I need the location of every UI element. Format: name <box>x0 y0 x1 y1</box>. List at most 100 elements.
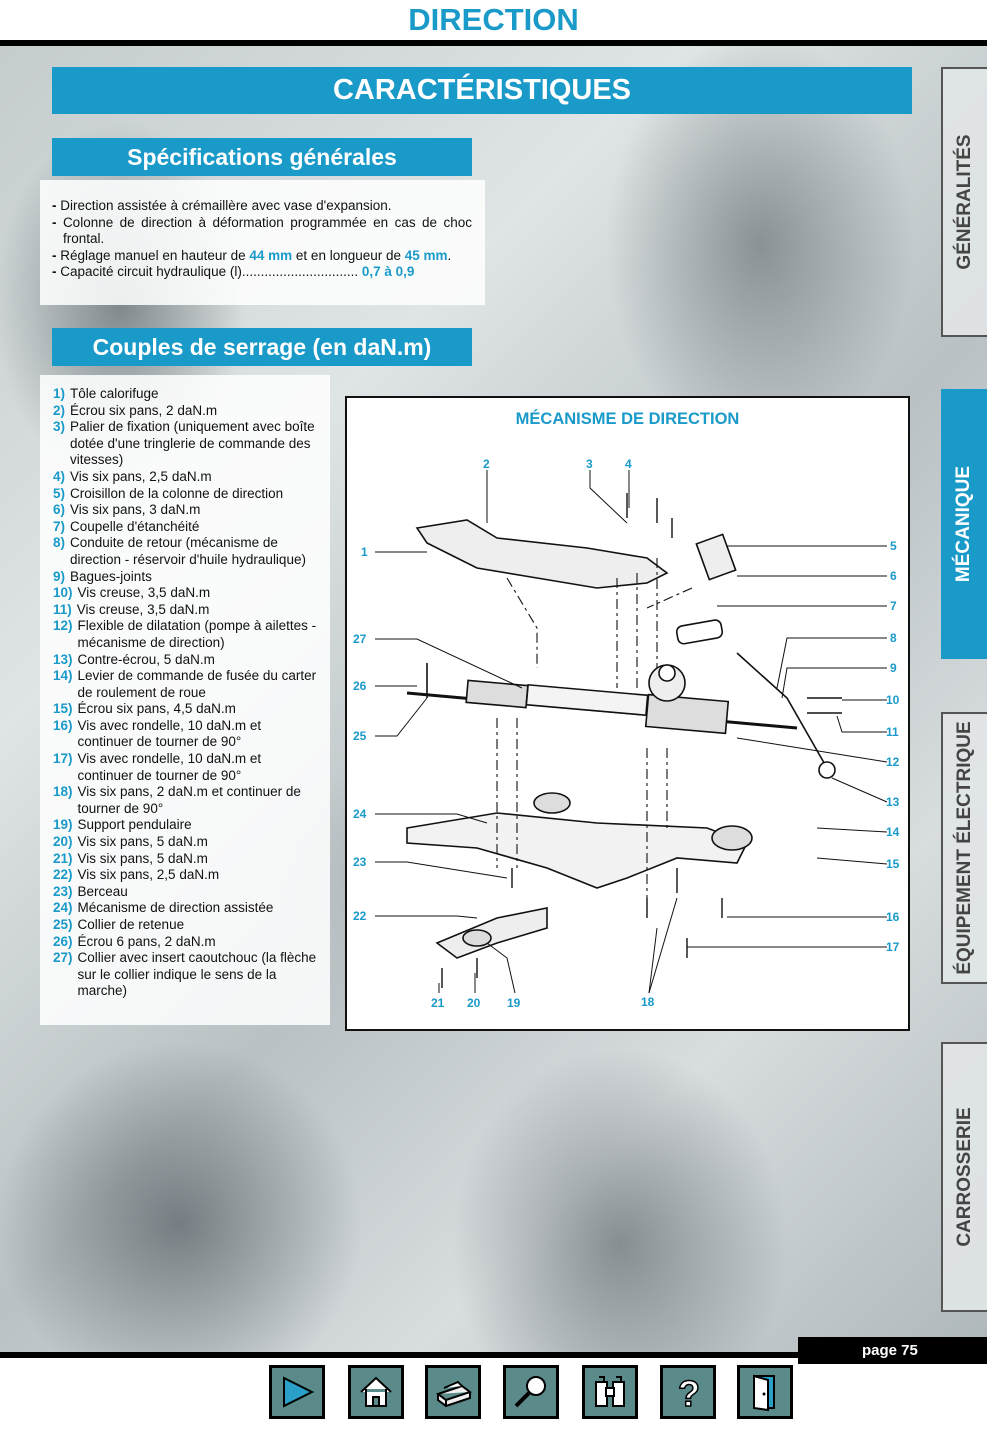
svg-text:?: ? <box>678 1373 700 1412</box>
list-item: 18)Vis six pans, 2 daN.m et continuer de… <box>53 784 318 817</box>
item-text: Coupelle d'étanchéité <box>70 518 200 534</box>
navigation-bar <box>0 1358 987 1434</box>
item-number: 18) <box>53 784 73 800</box>
search-icon <box>514 1376 546 1408</box>
item-text: Écrou 6 pans, 2 daN.m <box>77 933 216 949</box>
tab-equipement-electrique[interactable]: ÉQUIPEMENT ÉLECTRIQUE <box>941 712 987 984</box>
tab-generalites[interactable]: GÉNÉRALITÉS <box>941 67 987 337</box>
list-item: 9)Bagues-joints <box>53 569 318 586</box>
item-number: 3) <box>53 419 66 435</box>
print-button[interactable] <box>425 1365 481 1419</box>
item-text: Bagues-joints <box>70 568 152 584</box>
item-number: 1) <box>53 386 66 401</box>
item-text: Vis creuse, 3,5 daN.m <box>76 601 210 617</box>
list-item: 23)Berceau <box>53 884 318 901</box>
item-text: Vis six pans, 2,5 daN.m <box>77 867 220 883</box>
list-item: 13)Contre-écrou, 5 daN.m <box>53 652 318 669</box>
help-button[interactable]: ? <box>660 1365 716 1419</box>
item-text: Vis six pans, 2,5 daN.m <box>70 468 212 484</box>
item-number: 11) <box>53 601 72 617</box>
item-text: Écrou six pans, 4,5 daN.m <box>77 701 236 717</box>
next-page-button[interactable] <box>269 1365 325 1419</box>
list-item: 17)Vis avec rondelle, 10 daN.m et contin… <box>53 751 318 784</box>
callout-19: 19 <box>507 996 521 1010</box>
item-number: 2) <box>53 402 66 418</box>
item-text: Tôle calorifuge <box>70 386 159 401</box>
callout-22: 22 <box>353 909 367 923</box>
callout-23: 23 <box>353 855 367 869</box>
callout-18: 18 <box>641 995 655 1009</box>
list-item: 8)Conduite de retour (mécanisme de direc… <box>53 535 318 568</box>
list-item: 5)Croisillon de la colonne de direction <box>53 486 318 503</box>
home-button[interactable] <box>348 1365 404 1419</box>
item-number: 21) <box>53 850 73 866</box>
item-text: Vis avec rondelle, 10 daN.m et continuer… <box>77 717 262 750</box>
spec-item: Réglage manuel en hauteur de 44 mm et en… <box>52 248 472 265</box>
callout-1: 1 <box>361 545 368 559</box>
item-text: Écrou six pans, 2 daN.m <box>70 402 218 418</box>
diagram-title: MÉCANISME DE DIRECTION <box>515 410 740 428</box>
spec-item: Direction assistée à crémaillère avec va… <box>52 198 472 215</box>
item-text: Conduite de retour (mécanisme de directi… <box>70 535 306 567</box>
list-item: 15)Écrou six pans, 4,5 daN.m <box>53 701 318 718</box>
list-item: 3)Palier de fixation (uniquement avec bo… <box>53 419 318 469</box>
callout-9: 9 <box>890 661 897 675</box>
binoculars-button[interactable] <box>582 1365 638 1419</box>
list-item: 7)Coupelle d'étanchéité <box>53 519 318 536</box>
list-item: 4)Vis six pans, 2,5 daN.m <box>53 469 318 486</box>
list-item: 14)Levier de commande de fusée du carter… <box>53 668 318 701</box>
callout-12: 12 <box>886 755 900 769</box>
callout-16: 16 <box>886 910 900 924</box>
steering-diagram: MÉCANISME DE DIRECTION <box>345 396 910 1031</box>
list-item: 27)Collier avec insert caoutchouc (la fl… <box>53 950 318 1000</box>
item-text: Contre-écrou, 5 daN.m <box>77 651 215 667</box>
callout-3: 3 <box>586 457 593 471</box>
list-item: 16)Vis avec rondelle, 10 daN.m et contin… <box>53 718 318 751</box>
tab-mecanique[interactable]: MÉCANIQUE <box>941 389 987 659</box>
item-text: Vis six pans, 2 daN.m et continuer de to… <box>77 784 301 816</box>
callout-15: 15 <box>886 857 900 871</box>
item-number: 7) <box>53 518 66 534</box>
item-number: 27) <box>53 950 73 966</box>
item-text: Berceau <box>77 883 128 899</box>
callout-8: 8 <box>890 631 897 645</box>
item-number: 20) <box>53 834 73 850</box>
top-divider <box>0 40 987 46</box>
callout-10: 10 <box>886 693 900 707</box>
item-number: 9) <box>53 568 66 584</box>
callout-20: 20 <box>467 996 481 1010</box>
exit-button[interactable] <box>737 1365 793 1419</box>
tab-carrosserie[interactable]: CARROSSERIE <box>941 1042 987 1312</box>
item-number: 24) <box>53 900 73 916</box>
callout-5: 5 <box>890 539 897 553</box>
callout-24: 24 <box>353 807 367 821</box>
item-number: 22) <box>53 867 73 883</box>
item-number: 15) <box>53 701 73 717</box>
item-number: 12) <box>53 618 73 634</box>
list-item: 12)Flexible de dilatation (pompe à ailet… <box>53 618 318 651</box>
item-number: 26) <box>53 933 73 949</box>
list-item: 25) Collier de retenue <box>53 917 318 934</box>
help-icon: ? <box>677 1372 701 1412</box>
specs-heading: Spécifications générales <box>52 138 472 176</box>
callout-26: 26 <box>353 679 367 693</box>
item-text: Vis six pans, 3 daN.m <box>70 502 201 518</box>
list-panel-bg <box>40 375 330 1025</box>
callout-14: 14 <box>886 825 900 839</box>
print-icon <box>435 1380 473 1408</box>
item-number: 19) <box>53 817 73 833</box>
specs-list: Direction assistée à crémaillère avec va… <box>52 198 472 281</box>
item-text: Support pendulaire <box>77 817 192 833</box>
search-button[interactable] <box>503 1365 559 1419</box>
item-number: 25) <box>53 917 73 932</box>
list-item: 20)Vis six pans, 5 daN.m <box>53 834 318 851</box>
binoculars-icon <box>595 1376 625 1407</box>
callout-27: 27 <box>353 632 367 646</box>
item-number: 6) <box>53 502 66 518</box>
list-item: 21)Vis six pans, 5 daN.m <box>53 851 318 868</box>
torque-heading: Couples de serrage (en daN.m) <box>52 328 472 366</box>
item-text: Flexible de dilatation (pompe à ailettes… <box>77 618 317 650</box>
callout-25: 25 <box>353 729 367 743</box>
item-text: Collier de retenue <box>77 917 185 932</box>
callout-6: 6 <box>890 569 897 583</box>
